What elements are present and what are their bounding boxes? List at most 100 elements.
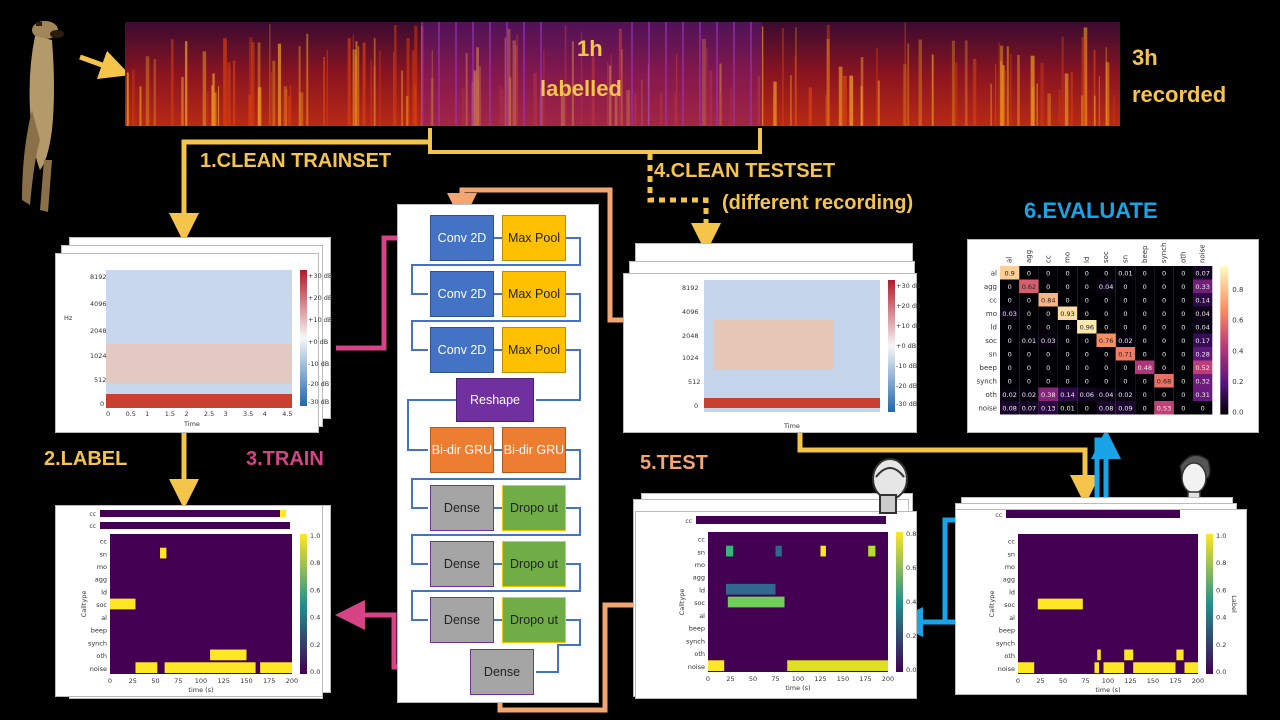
spectrogram-streak	[626, 90, 630, 126]
cbar-tick: +0 dB	[308, 338, 329, 346]
spectrogram-streak	[512, 40, 516, 126]
cm-cell	[1173, 279, 1193, 293]
x-tick-label: 0	[1016, 677, 1020, 685]
spectrogram-streak	[373, 38, 376, 126]
cm-cell	[1096, 293, 1116, 307]
spectrogram-streak	[323, 56, 326, 126]
cm-cell	[1115, 306, 1136, 320]
cm-cell	[1115, 320, 1136, 334]
spectrogram-streak	[790, 75, 792, 126]
cm-cell	[1096, 401, 1116, 415]
x-axis-label: time (s)	[188, 686, 213, 694]
x-axis-label: Time	[184, 420, 200, 428]
spectrogram-streak	[1081, 36, 1086, 126]
spectrogram-streak	[964, 40, 968, 126]
cm-cell	[1057, 306, 1078, 320]
cm-cell	[1135, 266, 1155, 280]
spectrogram-streak	[289, 85, 292, 126]
cm-cell	[1038, 374, 1058, 388]
x-tick-label: 125	[1124, 677, 1136, 685]
event-mark	[1124, 649, 1134, 661]
cm-cell	[1193, 374, 1213, 388]
cm-cell-value: 0.01	[1060, 405, 1074, 413]
cm-cell	[1077, 387, 1097, 401]
spectrogram-streak	[918, 39, 922, 126]
cm-cell-value: 0.02	[1002, 391, 1016, 399]
cm-cell-value: 0	[1027, 324, 1031, 332]
cm-cell-value: 0	[1046, 378, 1050, 386]
cm-cell-value: 0.04	[1195, 310, 1209, 318]
event-mark	[708, 660, 725, 671]
x-tick-label: 150	[837, 675, 849, 683]
colorbar-tick: 0.4	[1216, 614, 1226, 622]
cm-cell	[1096, 333, 1116, 347]
cm-cell-value: 0	[1008, 297, 1012, 305]
one-hour-label: 1h	[577, 36, 603, 61]
cm-cell	[1173, 266, 1193, 280]
cm-cell	[1135, 387, 1155, 401]
meerkat-arrow	[79, 50, 131, 80]
spectrogram-streak	[1004, 70, 1007, 126]
step6-label: 6.EVALUATE	[1024, 198, 1158, 223]
y-axis-label: Calltype	[678, 589, 686, 616]
cm-cell-value: 0	[1027, 270, 1031, 278]
cm-cell-value: 0.52	[1195, 364, 1209, 372]
cm-cell	[1193, 293, 1213, 307]
cm-cell	[1173, 387, 1193, 401]
cm-cell	[1096, 387, 1116, 401]
event-mark	[868, 545, 876, 557]
cm-cell	[1000, 374, 1020, 388]
spectrogram-streak	[580, 31, 583, 126]
cm-cell-value: 0.62	[1022, 283, 1036, 291]
cm-colorbar	[1220, 266, 1229, 415]
cm-cell-value: 0	[1065, 337, 1069, 345]
spectrogram-streak	[394, 24, 397, 126]
step3-label: 3.TRAIN	[246, 448, 324, 470]
x-tick-label: 125	[814, 675, 826, 683]
x-axis-label: time (s)	[785, 684, 810, 692]
spectrogram-streak	[211, 85, 214, 126]
cm-cell	[1077, 401, 1097, 415]
cm-cell	[1154, 266, 1174, 280]
cm-cell-value: 0.07	[1022, 405, 1036, 413]
spectrogram-streak	[272, 60, 276, 126]
cm-cell-value: 0	[1104, 364, 1108, 372]
cm-cell-value: 0.31	[1195, 391, 1209, 399]
cm-cell-value: 0.07	[1195, 270, 1209, 278]
cm-cell	[1057, 374, 1078, 388]
strip-label: cc	[995, 512, 1002, 519]
spectrogram-streak	[202, 51, 207, 126]
top-strip	[1006, 510, 1180, 518]
cm-cell	[1173, 401, 1193, 415]
cm-cell-value: 0.9	[1004, 270, 1014, 278]
cm-cell	[1193, 266, 1213, 280]
cm-cell-value: 0.01	[1118, 270, 1132, 278]
spectrogram-streak	[181, 76, 184, 126]
spectrogram-streak	[990, 83, 992, 126]
cm-cell	[1193, 360, 1213, 374]
cm-cell	[1154, 401, 1174, 415]
cm-cell-value: 0	[1027, 310, 1031, 318]
spectrogram-streak	[476, 47, 479, 126]
row-tick-label: beep	[91, 627, 107, 635]
cm-cell-value: 0	[1123, 297, 1127, 305]
row-tick-label: cc	[698, 536, 706, 544]
row-tick-label: beep	[689, 625, 705, 633]
spectrogram-streak	[995, 64, 997, 126]
spectrogram-streak	[227, 62, 231, 126]
cm-cell	[1193, 320, 1213, 334]
bigru-2: Bi-dir GRU	[502, 427, 566, 473]
x-tick: 3.5	[243, 410, 254, 418]
cm-cell	[1077, 347, 1097, 361]
cm-cell-value: 0.84	[1041, 297, 1055, 305]
y-tick: 1024	[682, 354, 699, 362]
cm-cell	[1019, 347, 1039, 361]
cm-cell	[1038, 293, 1058, 307]
cm-cell	[1019, 333, 1039, 347]
cm-colorbar-tick: 0.8	[1232, 286, 1243, 294]
row-tick-label: soc	[96, 601, 107, 609]
cm-cell-value: 0.04	[1099, 391, 1113, 399]
